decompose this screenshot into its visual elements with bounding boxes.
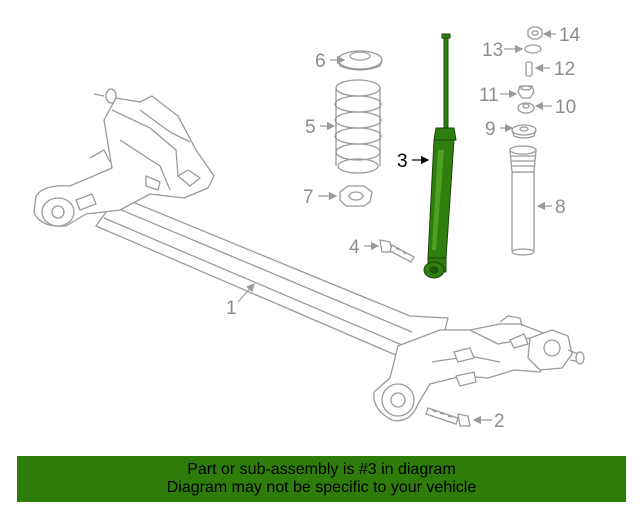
banner-line-2: Diagram may not be specific to your vehi…	[166, 479, 477, 496]
part-9-mount-washer	[511, 124, 537, 139]
part-8-dust-boot	[509, 145, 537, 256]
callout-1: 1	[226, 298, 237, 319]
part-3-shock-absorber	[423, 33, 457, 279]
part-10-washer	[517, 102, 535, 114]
part-11-bushing	[517, 85, 535, 99]
callout-4: 4	[349, 237, 360, 258]
callout-9: 9	[485, 119, 496, 140]
part-5-coil-spring	[334, 79, 382, 174]
leader-lines	[237, 29, 556, 425]
banner-line-1: Part or sub-assembly is #3 in diagram	[187, 461, 456, 478]
callout-13: 13	[482, 40, 503, 61]
callout-3: 3	[397, 151, 408, 172]
part-6-upper-spring-seat	[337, 50, 383, 71]
rear-axle-beam	[33, 88, 585, 422]
callout-6: 6	[315, 51, 326, 72]
callout-5: 5	[305, 117, 316, 138]
part-4-bolt	[379, 239, 415, 263]
callout-11: 11	[479, 85, 499, 106]
part-13-ring	[524, 44, 542, 54]
diagram-note-banner: Part or sub-assembly is #3 in diagram Di…	[17, 456, 626, 502]
part-2-bolt	[425, 407, 471, 427]
callout-12: 12	[554, 59, 575, 80]
part-14-nut	[527, 26, 543, 40]
part-7-lower-spring-seat	[339, 185, 373, 207]
exploded-parts-diagram: 1 2 3 4 5 6 7 8 9 10 11 12 13 14	[33, 25, 585, 432]
callout-2: 2	[494, 411, 505, 432]
callout-10: 10	[555, 97, 576, 118]
callout-14: 14	[559, 25, 581, 46]
part-12-sleeve	[525, 61, 533, 77]
callout-7: 7	[303, 187, 314, 208]
callout-8: 8	[555, 197, 566, 218]
